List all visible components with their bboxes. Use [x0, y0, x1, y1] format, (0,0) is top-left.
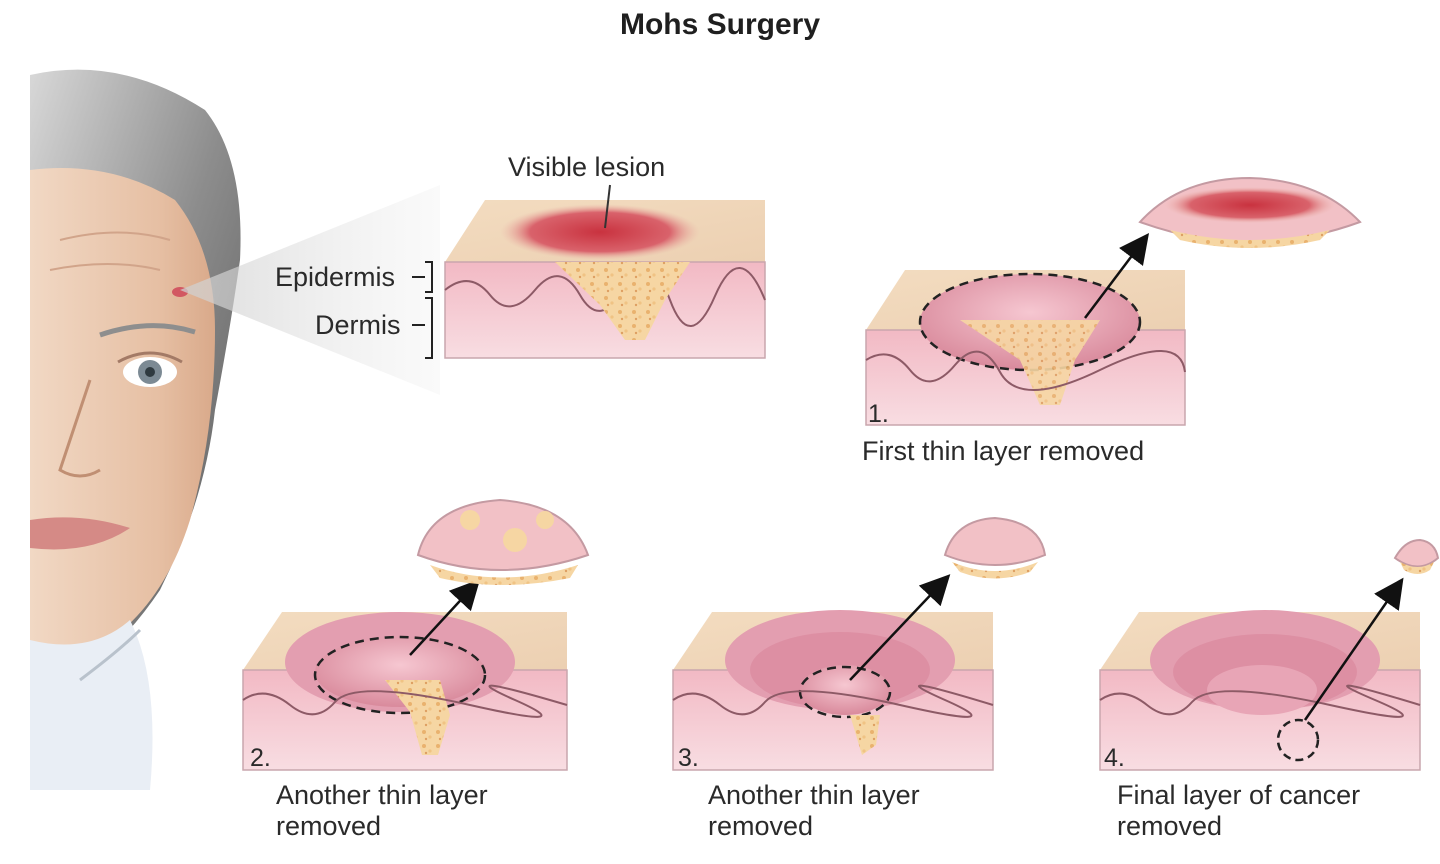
step-4-caption-line2: removed [1117, 811, 1223, 841]
step-3-number: 3. [678, 744, 699, 772]
magnifier-cone [180, 185, 440, 395]
step-4-number: 4. [1104, 744, 1125, 772]
label-epidermis: Epidermis [275, 262, 396, 292]
step-1-number: 1. [868, 400, 889, 428]
skin-block-step-4 [1099, 538, 1440, 771]
diagram-title: Mohs Surgery [619, 8, 821, 41]
patient-face-illustration [30, 69, 241, 790]
step-2-caption-line2: removed [276, 811, 382, 841]
step-2-number: 2. [250, 744, 271, 772]
step-3-caption-line1: Another thin layer [708, 780, 920, 810]
skin-block-step-2 [242, 498, 590, 771]
skin-block-overview [412, 184, 766, 359]
step-4-caption-line1: Final layer of cancer [1117, 780, 1361, 810]
skin-block-step-3 [672, 516, 1047, 771]
skin-block-step-1 [865, 176, 1362, 426]
label-visible-lesion: Visible lesion [508, 152, 666, 182]
step-3-caption-line2: removed [708, 811, 814, 841]
step-2-caption-line1: Another thin layer [276, 780, 488, 810]
label-dermis: Dermis [315, 310, 401, 340]
step-1-caption-line1: First thin layer removed [862, 436, 1145, 466]
